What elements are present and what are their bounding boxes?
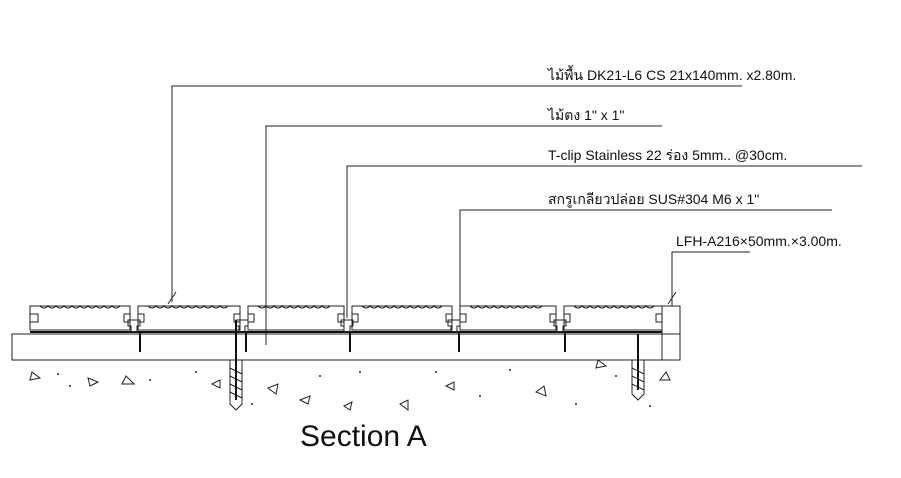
joist-leader: [265, 125, 662, 345]
anchors: [229, 320, 645, 411]
aggregate: [29, 359, 671, 411]
decking-tick: [167, 291, 177, 305]
concrete-slab: [11, 333, 681, 361]
clip-screws: [139, 332, 566, 352]
callout-tclip: T-clip Stainless 22 ร่อง 5mm.. @30cm.: [548, 147, 787, 163]
section-title: Section A: [300, 420, 427, 453]
edge-leader: [671, 251, 750, 306]
callout-edge: LFH-A216×50mm.×3.00m.: [676, 233, 842, 249]
callouts: ไม้พื้น DK21-L6 CS 21x140mm. x2.80m. ไม้…: [547, 65, 842, 249]
edge-tick: [667, 291, 677, 305]
callout-joist: ไม้ตง 1" x 1": [547, 107, 624, 123]
callout-screw: สกรูเกลียวปล่อย SUS#304 M6 x 1": [548, 191, 759, 208]
edge-profile: [661, 305, 681, 361]
leader-lines: [167, 85, 862, 345]
callout-decking: ไม้พื้น DK21-L6 CS 21x140mm. x2.80m.: [547, 65, 796, 83]
decking-leader: [171, 85, 742, 302]
deck-boards: [29, 305, 663, 331]
tclip-leader: [346, 165, 862, 318]
screw-leader: [459, 209, 832, 318]
